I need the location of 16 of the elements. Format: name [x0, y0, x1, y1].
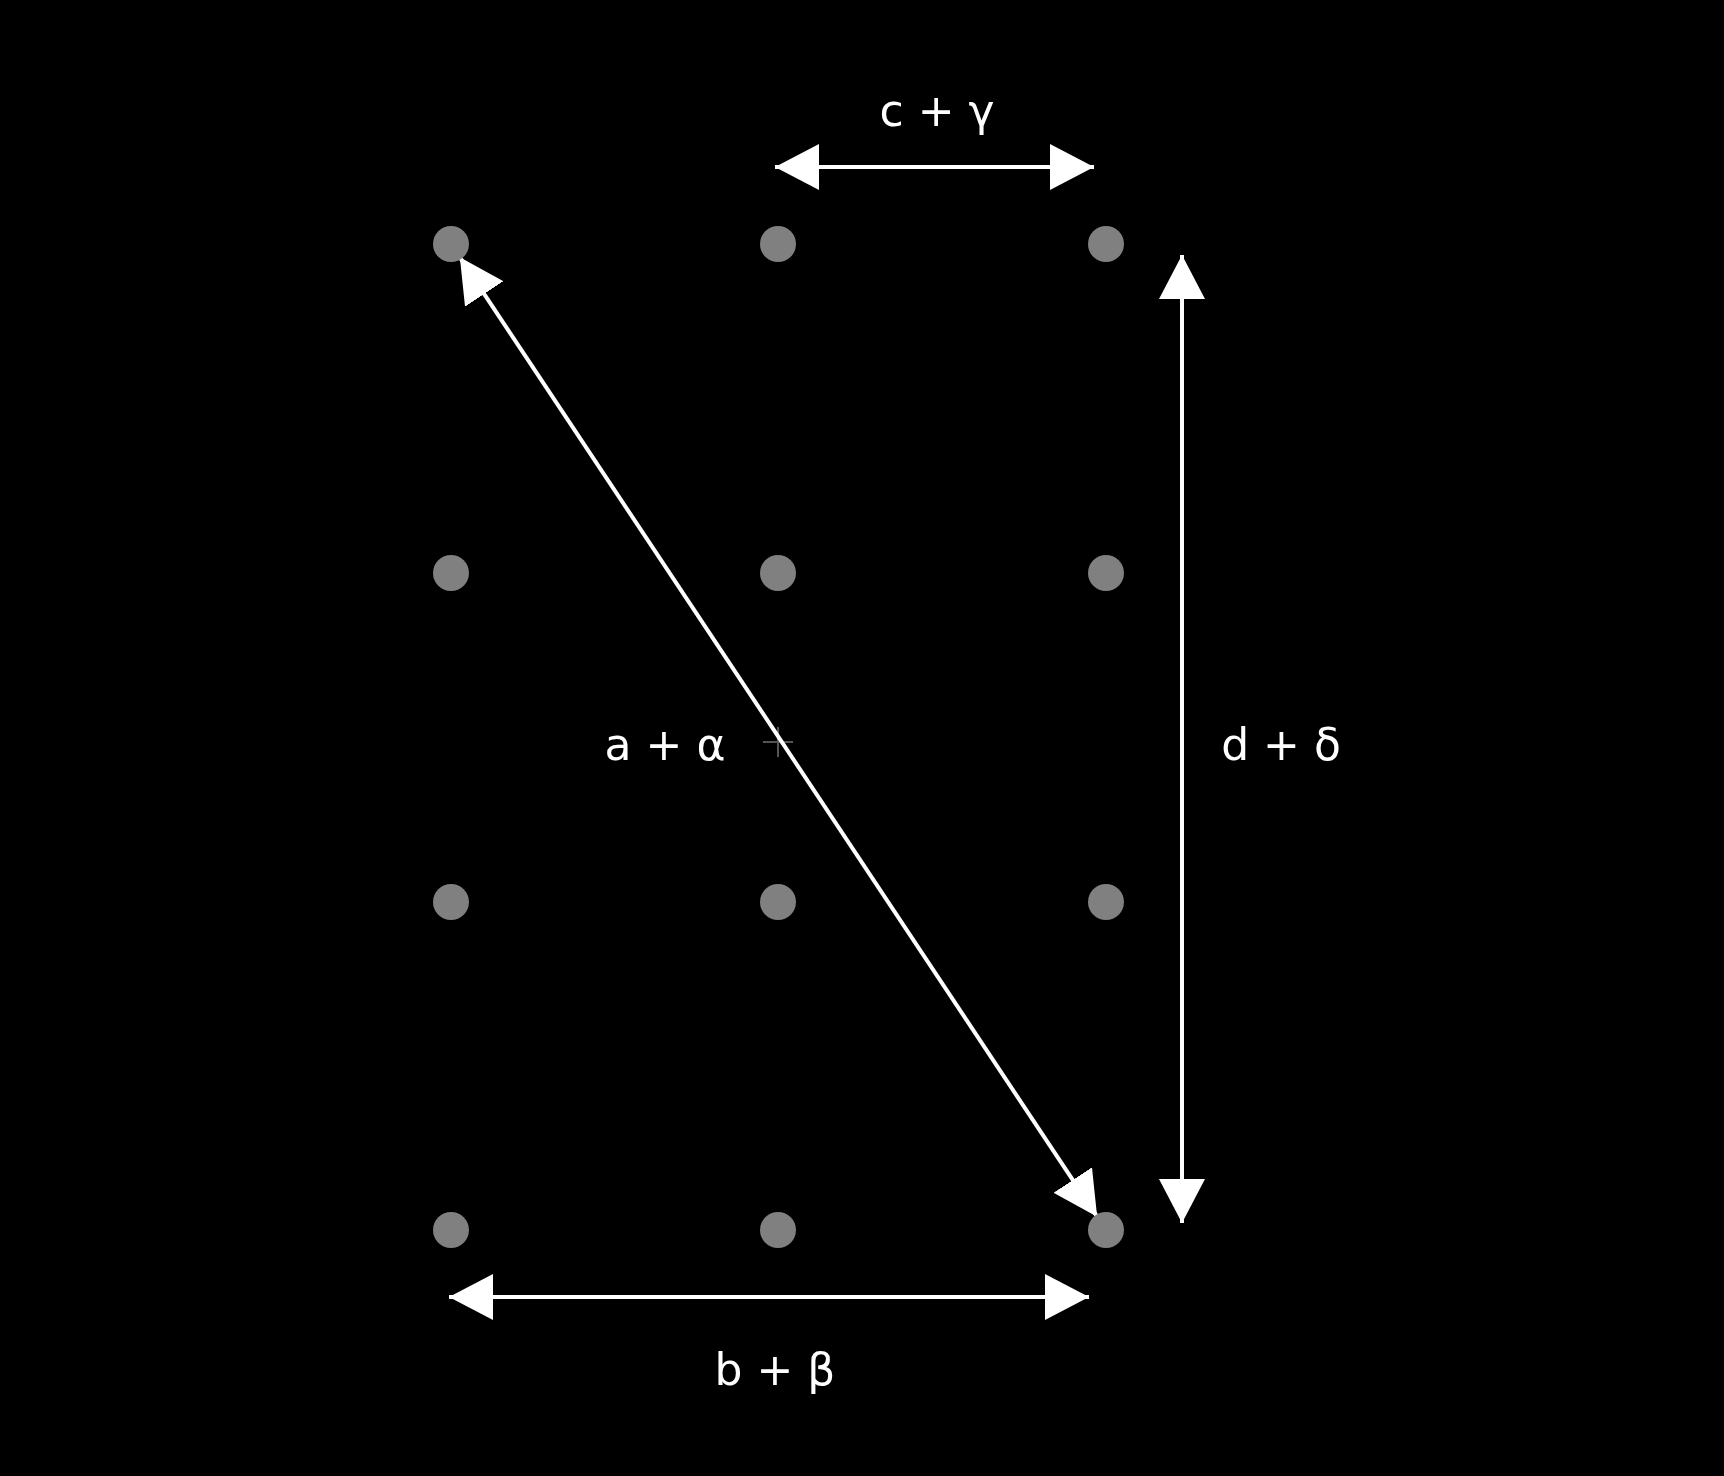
dot — [1088, 1212, 1124, 1248]
dot — [1088, 884, 1124, 920]
dot — [760, 884, 796, 920]
dot — [433, 1212, 469, 1248]
dimension-label: b + β — [714, 1343, 836, 1395]
dimension-label: d + δ — [1221, 718, 1341, 770]
dot — [760, 1212, 796, 1248]
dot — [1088, 226, 1124, 262]
arrow — [458, 256, 1099, 1218]
dot — [433, 555, 469, 591]
dot — [433, 884, 469, 920]
dot — [760, 555, 796, 591]
dot — [1088, 555, 1124, 591]
dimension-label: c + γ — [879, 84, 995, 136]
dot — [760, 226, 796, 262]
dot — [433, 226, 469, 262]
